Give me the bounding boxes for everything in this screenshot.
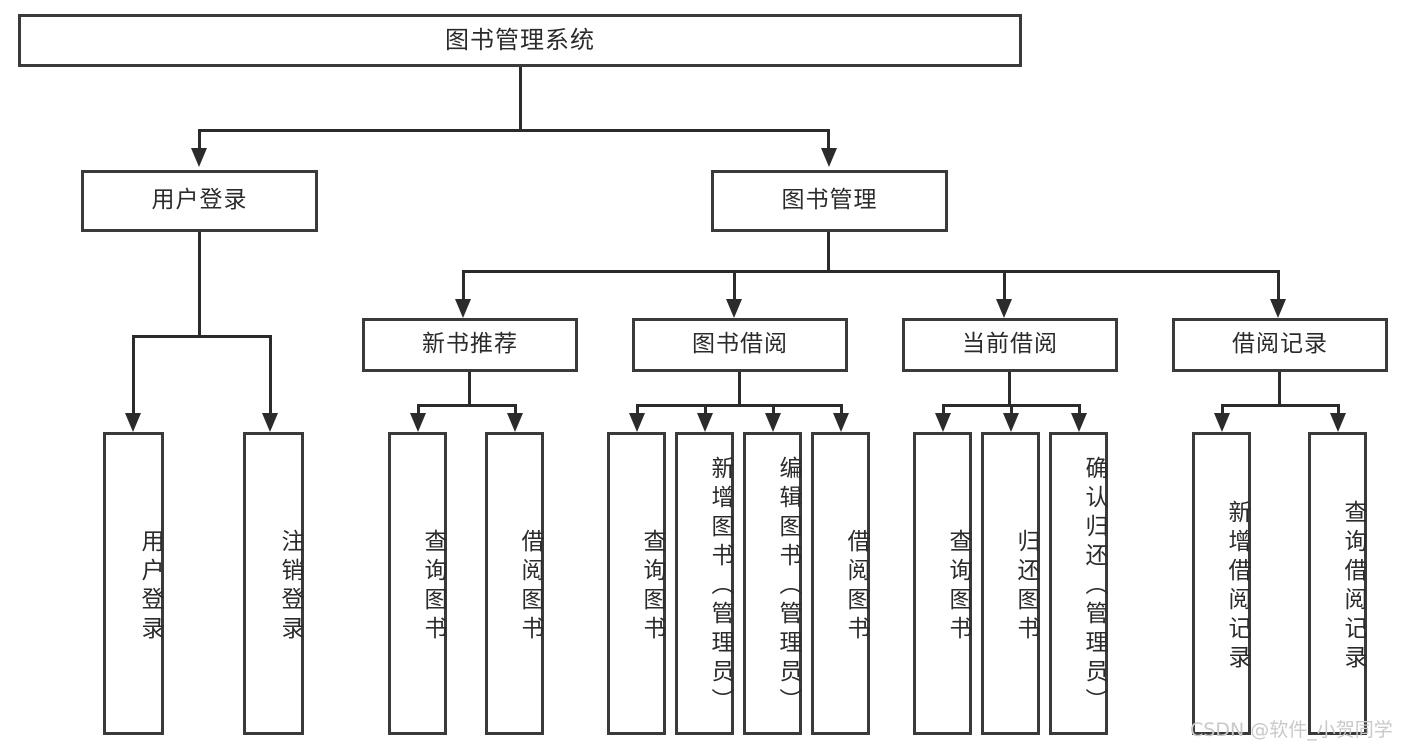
- leaf-label: 编辑图书（管理员）: [775, 456, 801, 717]
- node-user-login[interactable]: 用户登录: [81, 170, 318, 232]
- connector-user-login-drop-1: [132, 335, 135, 413]
- connector-borrow-record-stem: [1278, 372, 1281, 404]
- leaf-label: 借阅图书: [517, 528, 543, 645]
- leaf-label: 新增图书（管理员）: [707, 456, 733, 717]
- arrowhead-leaf-logout: [262, 413, 278, 432]
- arrowhead-book-management: [821, 148, 837, 167]
- connector-tier3-bus: [462, 270, 1280, 273]
- node-label: 图书管理: [781, 187, 878, 214]
- connector-user-login-drop-2: [269, 335, 272, 413]
- arrowhead-book-borrow: [726, 299, 742, 318]
- node-label: 图书借阅: [692, 331, 788, 358]
- connector-tier3-drop-2: [733, 270, 736, 299]
- leaf-label: 用户登录: [137, 528, 163, 645]
- connector-current-borrow-drop-1: [942, 404, 945, 413]
- node-book-management[interactable]: 图书管理: [711, 170, 948, 232]
- arrowhead-leaf-confirm-return: [1071, 413, 1087, 432]
- connector-borrow-record-drop-1: [1221, 404, 1224, 413]
- arrowhead-leaf-query-book-1: [410, 413, 426, 432]
- leaf-borrow-book-recommend[interactable]: 借阅图书: [485, 432, 544, 735]
- arrowhead-leaf-query-book-3: [935, 413, 951, 432]
- arrowhead-leaf-edit-book: [765, 413, 781, 432]
- node-book-borrow[interactable]: 图书借阅: [632, 318, 848, 372]
- connector-tier2-drop-right: [827, 129, 830, 148]
- connector-tier3-drop-4: [1277, 270, 1280, 299]
- node-new-book-recommend[interactable]: 新书推荐: [362, 318, 578, 372]
- connector-new-book-stem: [468, 372, 471, 404]
- node-label: 当前借阅: [962, 331, 1058, 358]
- connector-root-stem: [519, 67, 522, 129]
- leaf-query-borrow-record[interactable]: 查询借阅记录: [1308, 432, 1367, 735]
- arrowhead-new-book-recommend: [455, 299, 471, 318]
- connector-current-borrow-stem: [1008, 372, 1011, 404]
- connector-book-borrow-drop-2: [704, 404, 707, 413]
- node-label: 新书推荐: [422, 331, 518, 358]
- connector-book-borrow-drop-4: [840, 404, 843, 413]
- leaf-borrow-book-borrow[interactable]: 借阅图书: [811, 432, 870, 735]
- connector-new-book-drop-1: [417, 404, 420, 413]
- connector-book-borrow-bus: [636, 404, 843, 407]
- arrowhead-user-login: [191, 148, 207, 167]
- node-label: 借阅记录: [1232, 331, 1328, 358]
- connector-new-book-bus: [417, 404, 517, 407]
- leaf-user-login[interactable]: 用户登录: [103, 432, 164, 735]
- connector-borrow-record-drop-2: [1337, 404, 1340, 413]
- leaf-return-book[interactable]: 归还图书: [981, 432, 1040, 735]
- arrowhead-leaf-user-login: [125, 413, 141, 432]
- leaf-label: 归还图书: [1013, 528, 1039, 645]
- connector-book-management-stem: [827, 232, 830, 270]
- connector-borrow-record-bus: [1221, 404, 1340, 407]
- node-label: 图书管理系统: [445, 26, 595, 55]
- connector-user-login-bus: [132, 335, 269, 338]
- connector-user-login-stem: [198, 232, 201, 335]
- connector-book-borrow-stem: [738, 372, 741, 404]
- node-current-borrow[interactable]: 当前借阅: [902, 318, 1118, 372]
- arrowhead-leaf-borrow-book-2: [833, 413, 849, 432]
- leaf-label: 新增借阅记录: [1224, 499, 1250, 674]
- connector-tier2-bus: [198, 129, 830, 132]
- leaf-query-book-current[interactable]: 查询图书: [913, 432, 972, 735]
- leaf-label: 确认归还（管理员）: [1081, 456, 1107, 717]
- arrowhead-leaf-borrow-book-1: [507, 413, 523, 432]
- leaf-logout[interactable]: 注销登录: [243, 432, 304, 735]
- leaf-label: 借阅图书: [843, 528, 869, 645]
- leaf-label: 查询图书: [420, 528, 446, 645]
- node-root-book-management-system[interactable]: 图书管理系统: [18, 14, 1022, 67]
- arrowhead-current-borrow: [996, 299, 1012, 318]
- leaf-query-book-recommend[interactable]: 查询图书: [388, 432, 447, 735]
- connector-new-book-drop-2: [514, 404, 517, 413]
- connector-tier2-drop-left: [198, 129, 201, 148]
- leaf-label: 查询图书: [639, 528, 665, 645]
- connector-book-borrow-drop-1: [636, 404, 639, 413]
- connector-tier3-drop-3: [1003, 270, 1006, 299]
- arrowhead-leaf-add-record: [1214, 413, 1230, 432]
- leaf-query-book-borrow[interactable]: 查询图书: [607, 432, 666, 735]
- connector-current-borrow-drop-2: [1010, 404, 1013, 413]
- leaf-label: 查询借阅记录: [1340, 499, 1366, 674]
- leaf-add-borrow-record[interactable]: 新增借阅记录: [1192, 432, 1251, 735]
- connector-book-borrow-drop-3: [772, 404, 775, 413]
- arrowhead-leaf-return-book: [1003, 413, 1019, 432]
- leaf-add-book-admin[interactable]: 新增图书（管理员）: [675, 432, 734, 735]
- arrowhead-borrow-record: [1270, 299, 1286, 318]
- connector-tier3-drop-1: [462, 270, 465, 299]
- watermark: CSDN @软件_小贺同学: [1190, 719, 1393, 741]
- connector-current-borrow-drop-3: [1078, 404, 1081, 413]
- leaf-label: 注销登录: [277, 528, 303, 645]
- leaf-confirm-return-admin[interactable]: 确认归还（管理员）: [1049, 432, 1108, 735]
- leaf-edit-book-admin[interactable]: 编辑图书（管理员）: [743, 432, 802, 735]
- arrowhead-leaf-query-record: [1330, 413, 1346, 432]
- arrowhead-leaf-add-book: [697, 413, 713, 432]
- arrowhead-leaf-query-book-2: [629, 413, 645, 432]
- node-label: 用户登录: [151, 187, 248, 214]
- leaf-label: 查询图书: [945, 528, 971, 645]
- node-borrow-record[interactable]: 借阅记录: [1172, 318, 1388, 372]
